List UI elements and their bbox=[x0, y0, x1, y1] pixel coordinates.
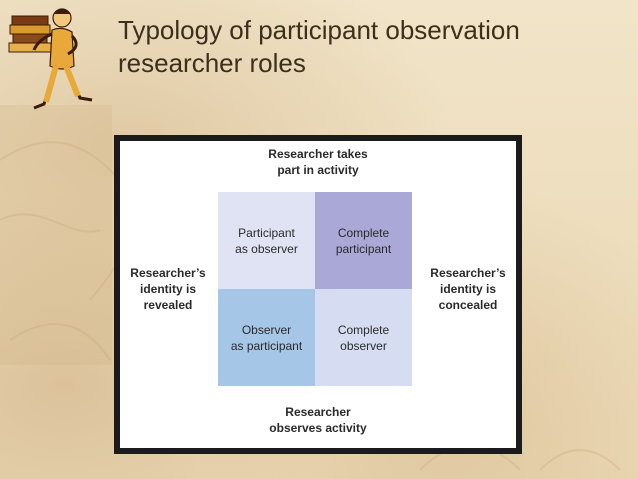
title-line-2: researcher roles bbox=[118, 48, 306, 78]
left-axis-label: Researcher’s identity is revealed bbox=[130, 266, 206, 312]
slide-title: Typology of participant observation rese… bbox=[118, 14, 618, 80]
top-axis-label: Researcher takes part in activity bbox=[268, 147, 368, 177]
cell-participant-as-observer: Participant as observer bbox=[218, 192, 315, 289]
cell-observer-as-participant: Observer as participant bbox=[218, 289, 315, 386]
bottom-axis-label: Researcher observes activity bbox=[269, 405, 367, 435]
cell-complete-participant: Complete participant bbox=[315, 192, 412, 289]
title-line-1: Typology of participant observation bbox=[118, 15, 520, 45]
student-carrying-books-icon bbox=[8, 8, 93, 110]
right-axis-label: Researcher’s identity is concealed bbox=[430, 266, 506, 312]
header-band bbox=[0, 0, 638, 100]
cell-complete-observer: Complete observer bbox=[315, 289, 412, 386]
